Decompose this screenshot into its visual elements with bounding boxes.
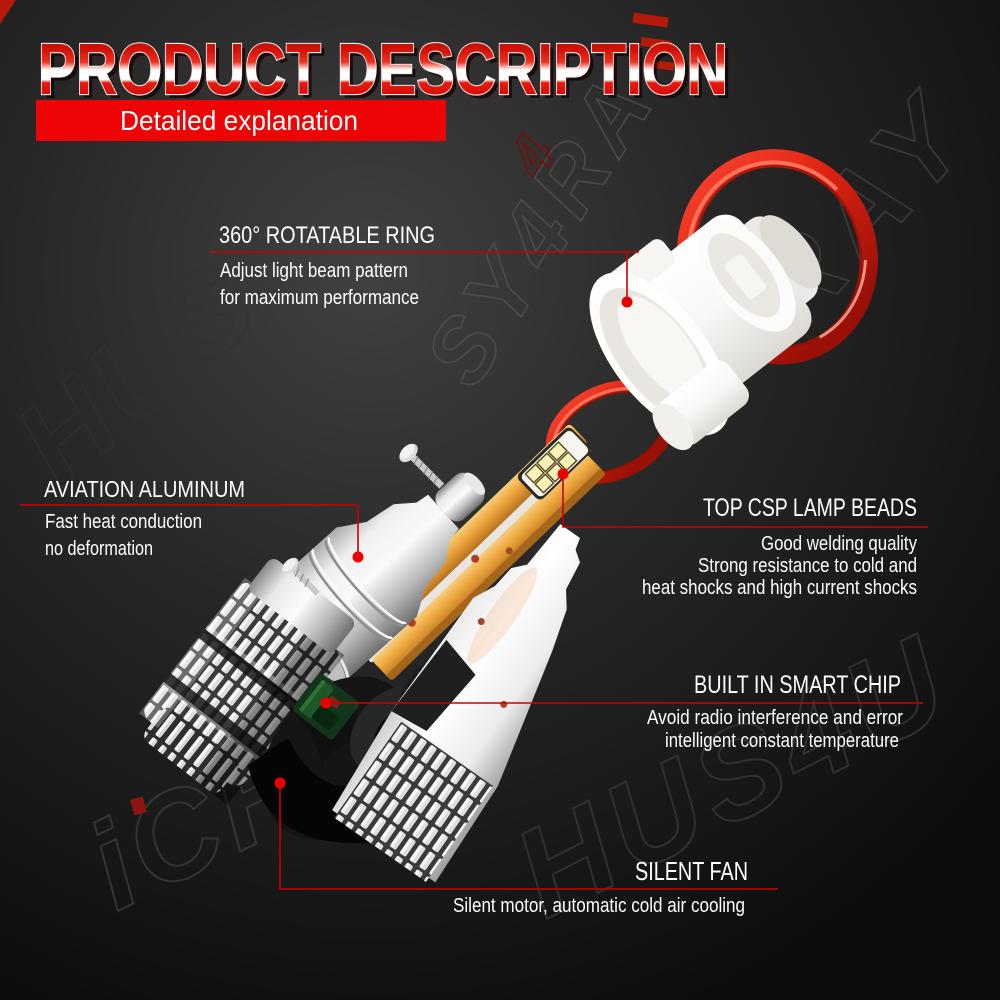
- svg-text:AVIATION ALUMINUM: AVIATION ALUMINUM: [44, 476, 245, 502]
- svg-text:no deformation: no deformation: [45, 538, 153, 560]
- svg-text:Avoid radio interference and e: Avoid radio interference and error: [647, 707, 903, 729]
- svg-text:TOP CSP LAMP BEADS: TOP CSP LAMP BEADS: [703, 494, 917, 522]
- svg-text:PRODUCT DESCRIPTION: PRODUCT DESCRIPTION: [38, 30, 728, 110]
- svg-text:Good welding quality: Good welding quality: [761, 533, 917, 555]
- svg-text:BUILT IN SMART CHIP: BUILT IN SMART CHIP: [694, 671, 901, 699]
- svg-text:for maximum performance: for maximum performance: [220, 287, 419, 309]
- svg-text:SILENT FAN: SILENT FAN: [635, 856, 748, 886]
- svg-text:Adjust light beam pattern: Adjust light beam pattern: [220, 260, 408, 282]
- svg-text:intelligent constant temperatu: intelligent constant temperature: [665, 730, 899, 752]
- svg-text:Detailed explanation: Detailed explanation: [120, 105, 358, 136]
- svg-text:heat shocks and high current s: heat shocks and high current shocks: [642, 577, 917, 599]
- svg-text:Fast heat conduction: Fast heat conduction: [45, 511, 202, 533]
- svg-text:360° ROTATABLE RING: 360° ROTATABLE RING: [219, 222, 435, 249]
- svg-text:Silent motor, automatic cold a: Silent motor, automatic cold air cooling: [453, 895, 745, 917]
- svg-text:Strong resistance to cold and: Strong resistance to cold and: [698, 555, 917, 577]
